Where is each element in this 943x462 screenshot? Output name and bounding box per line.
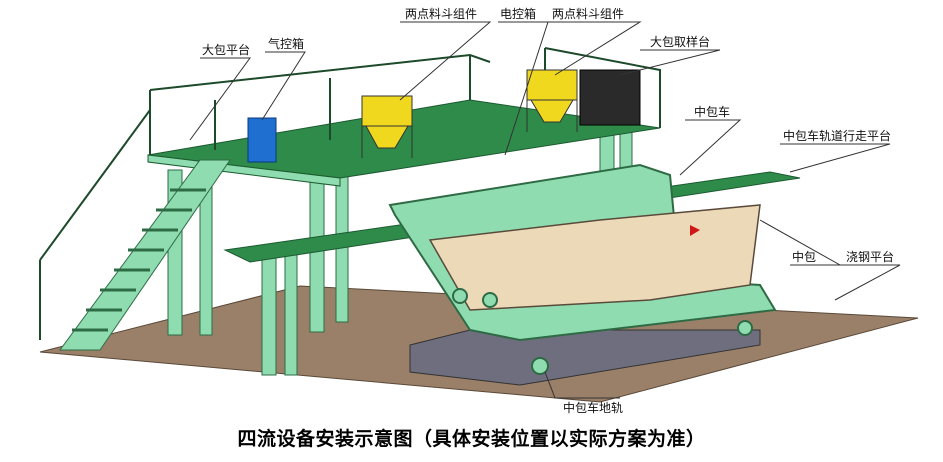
label-tundish-car-walkway: 中包车轨道行走平台 bbox=[783, 128, 891, 143]
tundish[interactable] bbox=[428, 204, 761, 311]
label-casting-platform: 浇钢平台 bbox=[846, 249, 894, 264]
pneumatic-control-box bbox=[247, 117, 277, 163]
two-point-hopper-1 bbox=[361, 95, 413, 158]
label-tundish-car: 中包车 bbox=[694, 104, 730, 119]
label-two-point-hopper-1: 两点料斗组件 bbox=[405, 7, 477, 21]
label-tundish-car-rail: 中包车地轨 bbox=[563, 400, 623, 415]
ladle-sampling-cabinet bbox=[579, 69, 641, 126]
two-point-hopper-2 bbox=[526, 69, 578, 132]
label-ladle-sampling: 大包取样台 bbox=[650, 34, 710, 49]
car-wheels bbox=[452, 288, 753, 375]
staircase bbox=[59, 159, 231, 351]
label-ladle-platform: 大包平台 bbox=[202, 42, 250, 57]
label-electric-box: 电控箱 bbox=[500, 6, 536, 21]
leader-lines bbox=[189, 21, 901, 399]
label-tundish: 中包 bbox=[792, 249, 816, 264]
label-two-point-hopper-2: 两点料斗组件 bbox=[552, 7, 624, 21]
diagram-title: 四流设备安装示意图（具体安装位置以实际方案为准） bbox=[237, 428, 706, 450]
railings bbox=[39, 47, 661, 340]
label-pneumatic-box: 气控箱 bbox=[268, 36, 304, 51]
